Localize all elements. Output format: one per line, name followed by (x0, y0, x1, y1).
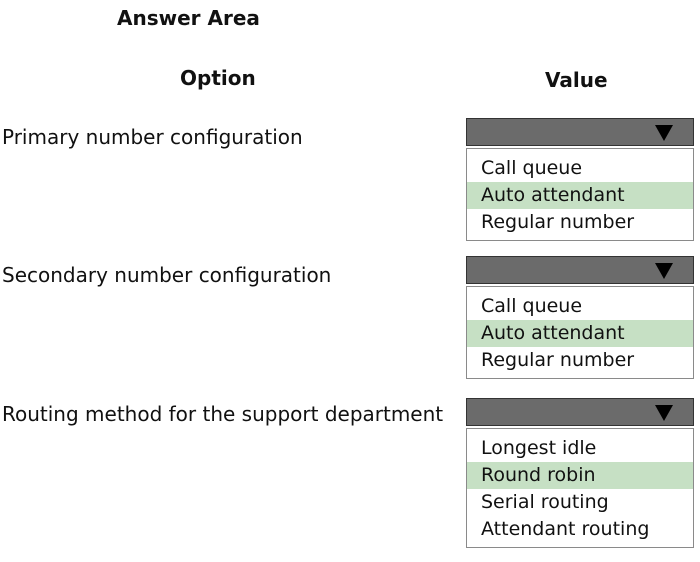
option-label-routing-method: Routing method for the support departmen… (2, 402, 444, 426)
option-column-header: Option (180, 66, 256, 90)
dropdown-option-longest-idle[interactable]: Longest idle (481, 437, 597, 459)
dropdown-option-regular-number[interactable]: Regular number (481, 211, 635, 233)
dropdown-option-call-queue[interactable]: Call queue (481, 295, 583, 317)
dropdown-routing-method[interactable]: Longest idle Round robin Serial routing … (466, 398, 694, 548)
dropdown-option-call-queue[interactable]: Call queue (481, 157, 583, 179)
dropdown-header[interactable] (466, 398, 694, 426)
dropdown-primary-number[interactable]: Call queue Auto attendant Regular number (466, 118, 694, 241)
triangle-down-icon[interactable] (655, 405, 673, 421)
answer-area-title: Answer Area (117, 6, 260, 30)
value-column-header: Value (545, 68, 608, 92)
option-label-secondary-number: Secondary number configuration (2, 263, 332, 287)
dropdown-header[interactable] (466, 118, 694, 146)
dropdown-list: Call queue Auto attendant Regular number (466, 286, 694, 379)
dropdown-option-auto-attendant[interactable]: Auto attendant (467, 320, 693, 347)
dropdown-secondary-number[interactable]: Call queue Auto attendant Regular number (466, 256, 694, 379)
triangle-down-icon[interactable] (655, 125, 673, 141)
triangle-down-icon[interactable] (655, 263, 673, 279)
dropdown-option-serial-routing[interactable]: Serial routing (481, 491, 609, 513)
dropdown-list: Call queue Auto attendant Regular number (466, 148, 694, 241)
dropdown-list: Longest idle Round robin Serial routing … (466, 428, 694, 548)
dropdown-header[interactable] (466, 256, 694, 284)
dropdown-option-auto-attendant[interactable]: Auto attendant (467, 182, 693, 209)
option-label-primary-number: Primary number configuration (2, 125, 303, 149)
dropdown-option-round-robin[interactable]: Round robin (467, 462, 693, 489)
dropdown-option-regular-number[interactable]: Regular number (481, 349, 635, 371)
dropdown-option-attendant-routing[interactable]: Attendant routing (481, 518, 650, 540)
